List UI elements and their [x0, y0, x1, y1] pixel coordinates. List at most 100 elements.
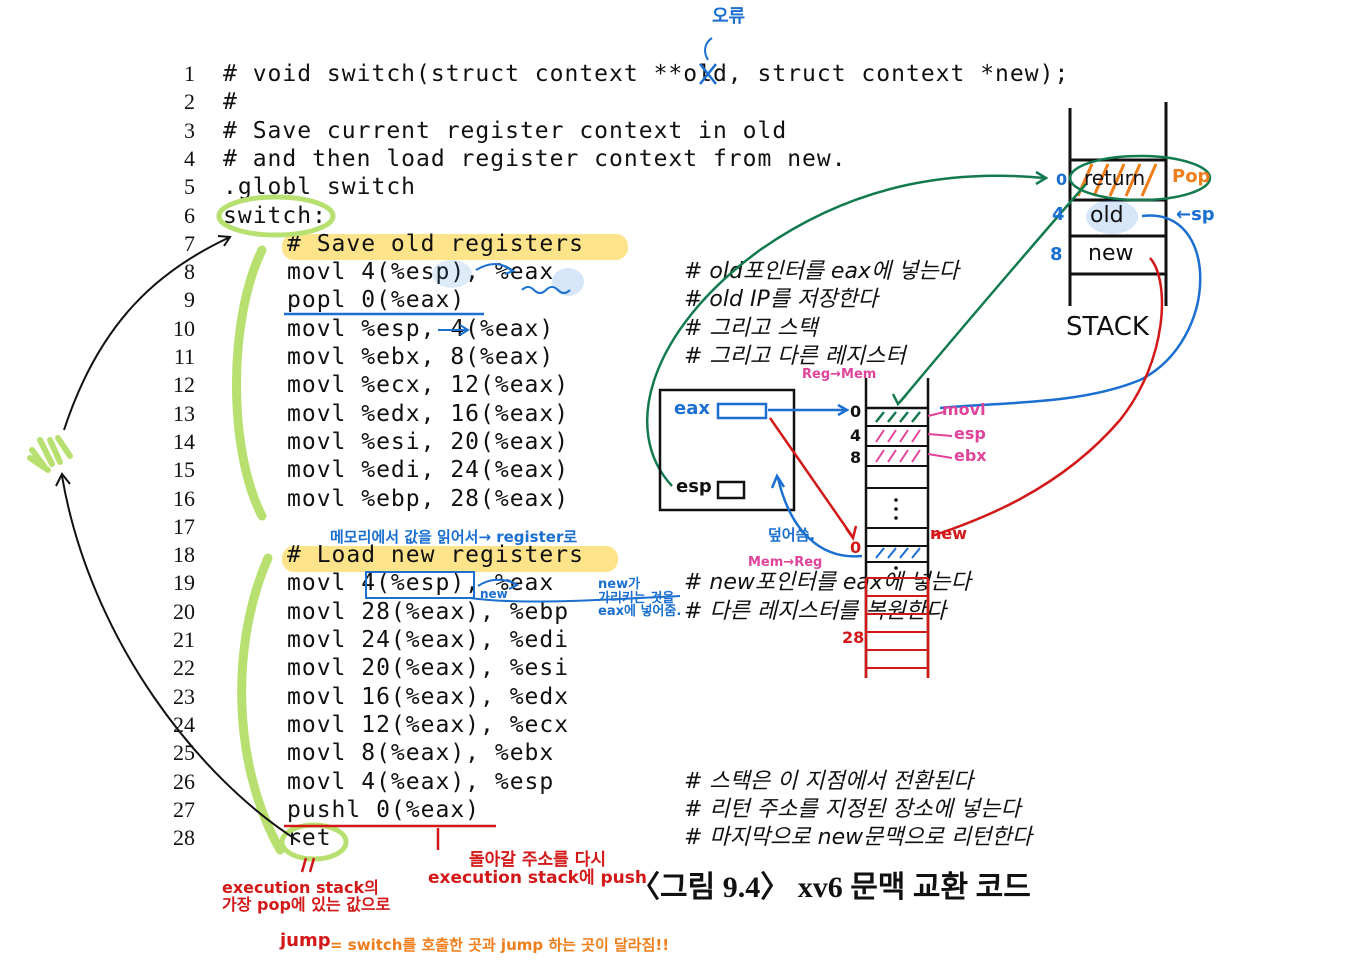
- line-number: 9: [184, 287, 195, 313]
- stack-offset-0: 0: [1056, 170, 1068, 189]
- line-number: 15: [173, 457, 195, 483]
- line-number: 8: [184, 259, 195, 285]
- code-line: movl 4(%esp), %eax: [287, 259, 555, 286]
- stack-pop: Pop: [1172, 166, 1211, 187]
- code-line: movl 28(%eax), %ebp: [287, 598, 570, 625]
- esp-tag: esp: [954, 424, 986, 443]
- new-tag: new: [930, 524, 968, 543]
- save-bracket: [232, 245, 267, 521]
- mem-offset-8: 8: [850, 448, 862, 467]
- code-line: movl %ecx, 12(%eax): [287, 372, 570, 399]
- code-comment: # 그리고 다른 레지스터: [684, 344, 906, 369]
- line-number: 25: [173, 740, 195, 766]
- line-number: 19: [173, 570, 195, 596]
- code-line: popl 0(%eax): [287, 287, 466, 314]
- jump-note: = switch를 호출한 곳과 jump 하는 곳이 달라짐!!: [330, 936, 670, 954]
- code-line: # Load new registers: [287, 542, 584, 569]
- code-line: movl 16(%eax), %edx: [287, 683, 570, 710]
- code-comment: # 리턴 주소를 지정된 장소에 넣는다: [684, 796, 1021, 822]
- code-line: movl %edx, 16(%eax): [287, 400, 570, 427]
- movl-tag: movl: [942, 400, 986, 419]
- stack-old: old: [1090, 203, 1124, 228]
- code-line: movl 12(%eax), %ecx: [287, 711, 570, 738]
- new-points-note: new가 가리키는 것을 eax에 넣어줌.: [598, 577, 682, 620]
- code-comment: # 다른 레지스터를 복원한다: [684, 598, 947, 624]
- line-number: 18: [173, 542, 195, 568]
- arrow-from-ret: [61, 475, 301, 843]
- line-number: 21: [173, 627, 195, 652]
- line-number: 3: [184, 117, 195, 143]
- line-number: 20: [173, 598, 195, 624]
- eax-label: eax: [674, 398, 710, 419]
- green-curve: [646, 174, 1045, 487]
- stack-new: new: [1088, 241, 1134, 266]
- mem-offset-4: 4: [850, 426, 862, 445]
- code-line: movl 24(%eax), %edi: [287, 627, 570, 653]
- stack-offset-4: 4: [1052, 204, 1065, 225]
- ebx-tag: ebx: [954, 446, 987, 465]
- register-box: [658, 388, 796, 512]
- line-number: 17: [173, 513, 195, 539]
- code-comment: # 그리고 스택: [684, 315, 818, 341]
- code-line: movl %edi, 24(%eax): [287, 457, 570, 484]
- code-line: movl 4(%eax), %esp: [287, 768, 555, 795]
- line-number: 2: [184, 89, 195, 115]
- stack-offset-8: 8: [1050, 244, 1063, 265]
- line-number: 26: [173, 768, 195, 794]
- figure-caption: 〈그림 9.4〉 xv6 문맥 교환 코드: [630, 871, 1031, 904]
- line-number: 4: [184, 145, 195, 171]
- code-line: movl %ebx, 8(%eax): [287, 344, 555, 370]
- jump-label: jump: [280, 930, 331, 951]
- code-line: # void switch(struct context **old, stru…: [223, 61, 1070, 87]
- line-number: 1: [184, 61, 195, 86]
- reg-mem-label: Reg→Mem: [802, 367, 877, 382]
- esp-label: esp: [676, 476, 712, 497]
- stack-label: STACK: [1066, 312, 1149, 342]
- code-comment: # new포인터를 eax에 넣는다: [684, 570, 971, 596]
- line-number: 23: [173, 683, 195, 709]
- new-small: new: [480, 587, 508, 601]
- highlight-save-old: [282, 234, 628, 260]
- return-addr-note: 돌아갈 주소를 다시 execution stack에 push: [428, 850, 648, 888]
- stack-sp: ←sp: [1176, 204, 1215, 225]
- code-comment: # 스택은 이 지점에서 전환된다: [684, 768, 974, 794]
- code-line: movl 20(%eax), %esi: [287, 655, 570, 682]
- code-line: movl %ebp, 28(%eax): [287, 485, 570, 512]
- line-number: 16: [173, 485, 195, 511]
- line-number: 12: [173, 372, 195, 398]
- line-number: 27: [173, 796, 195, 822]
- line-number: 5: [184, 174, 195, 200]
- code-line: movl %esi, 20(%eax): [287, 428, 570, 455]
- code-line: switch:: [223, 202, 327, 229]
- mem2-offset-0: 0: [850, 538, 862, 557]
- mem-reg-label: Mem→Reg: [748, 555, 823, 570]
- code-comment: # old포인터를 eax에 넣는다: [684, 259, 959, 285]
- memory-diagram: [864, 378, 953, 678]
- arrow-to-switch: [63, 237, 229, 431]
- mem2-offset-28: 28: [842, 628, 865, 647]
- line-number: 13: [173, 400, 195, 426]
- line-number: 28: [173, 825, 195, 851]
- line-number: 10: [173, 315, 195, 341]
- error-note: 오류: [712, 6, 746, 27]
- line-number: 6: [184, 202, 195, 228]
- line-number: 7: [184, 230, 195, 256]
- scribble-mark: [27, 435, 73, 473]
- load-bracket: [237, 553, 285, 855]
- stack-return: return: [1084, 166, 1146, 190]
- exec-stack-note: execution stack의 가장 pop에 있는 값으로: [222, 878, 391, 914]
- highlight-load-new: [282, 546, 618, 572]
- code-line: # Save old registers: [287, 230, 584, 257]
- read-mem-note: 메모리에서 값을 읽어서→ register로: [330, 528, 578, 546]
- line-number: 22: [173, 655, 195, 681]
- code-comment: # old IP를 저장한다: [684, 287, 878, 313]
- code-line: movl 4(%esp), %eax: [287, 570, 555, 597]
- code-line: movl 8(%eax), %ebx: [287, 740, 555, 767]
- overwrite-note: 덮어씀.: [768, 526, 816, 544]
- code-line: pushl 0(%eax): [287, 796, 481, 823]
- line-number: 14: [173, 428, 195, 454]
- switch-circle: [216, 194, 336, 238]
- mem-offset-0: 0: [850, 402, 862, 421]
- stack-diagram: [891, 102, 1212, 538]
